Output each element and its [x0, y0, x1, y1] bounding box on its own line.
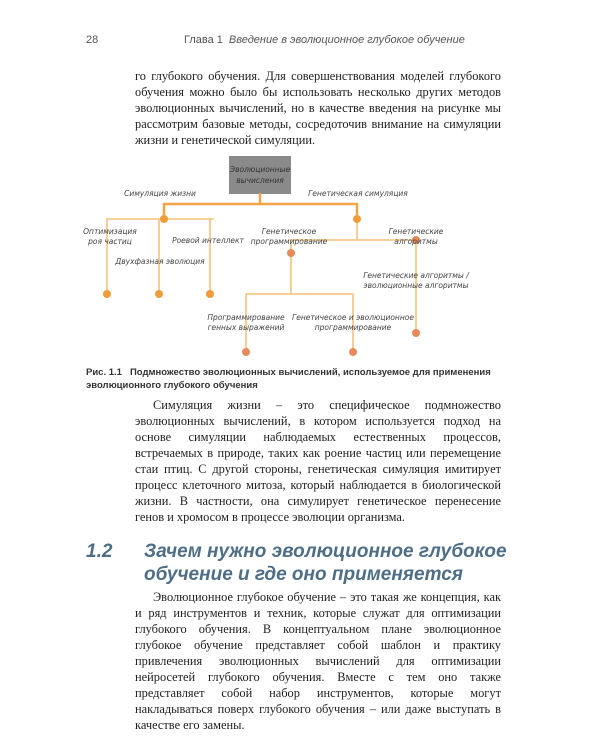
figure-caption-text: Подмножество эволюционных вычислений, ис…	[86, 367, 491, 391]
chapter-label: Глава 1	[184, 34, 223, 46]
label-gep2-line1: Генетическое и эволюционное	[292, 313, 414, 322]
label-life-simulation: Симуляция жизни	[124, 189, 196, 198]
root-node-box	[229, 156, 291, 194]
label-swarm-intelligence: Роевой интеллект	[172, 236, 244, 245]
node-dot-genetic	[353, 215, 361, 223]
node-dot-pso	[103, 290, 111, 298]
body-paragraph-intro: го глубокого обучения. Для совершенствов…	[135, 69, 501, 147]
label-pso-line2: роя частиц	[87, 237, 132, 246]
page-number: 28	[86, 34, 99, 46]
diagram-connectors	[106, 192, 417, 353]
label-biphasic-evolution: Двухфазная эволюция	[114, 257, 205, 266]
running-header: 28 Глава 1 Введение в эволюционное глубок…	[86, 34, 514, 52]
chapter-header: Глава 1 Введение в эволюционное глубокое …	[184, 34, 465, 46]
root-node-label-line2: вычисления	[236, 176, 284, 185]
label-genetic-simulation: Генетическая симуляция	[308, 189, 408, 198]
label-gaea-line1: Генетические алгоритмы /	[363, 271, 470, 280]
label-ga-line2: алгоритмы	[394, 237, 438, 246]
label-ga-line1: Генетические	[389, 227, 444, 236]
label-gep-line1: Программирование	[207, 313, 285, 322]
label-pso-line1: Оптимизация	[83, 227, 137, 236]
node-dot-swarm	[206, 290, 214, 298]
body-paragraph-life-simulation: Симуляция жизни – это специфическое подм…	[135, 398, 501, 524]
label-gep-line2: генных выражений	[208, 323, 285, 332]
figure-caption-label: Рис. 1.1	[86, 367, 122, 378]
chapter-title: Введение в эволюционное глубокое обучени…	[228, 34, 465, 46]
node-dot-biphasic	[155, 290, 163, 298]
node-dot-gaea	[412, 329, 420, 337]
label-gaea-line2: эволюционные алгоритмы	[363, 281, 468, 290]
root-node-label-line1: Эволюционные	[229, 165, 291, 174]
node-dot-life	[160, 215, 168, 223]
section-title: Зачем нужно эволюционное глубокое обучен…	[144, 541, 507, 585]
node-dot-ga	[412, 236, 420, 244]
label-gep2-line2: программирование	[315, 323, 392, 332]
node-dot-gp	[287, 249, 295, 257]
label-gp-line1: Генетическое	[262, 227, 317, 236]
node-dot-gep2	[349, 348, 357, 356]
node-dot-gep	[242, 348, 250, 356]
label-gp-line2: программирование	[251, 237, 328, 246]
body-paragraph-edl: Эволюционное глубокое обучение – это так…	[135, 590, 501, 732]
section-number: 1.2	[86, 541, 113, 562]
